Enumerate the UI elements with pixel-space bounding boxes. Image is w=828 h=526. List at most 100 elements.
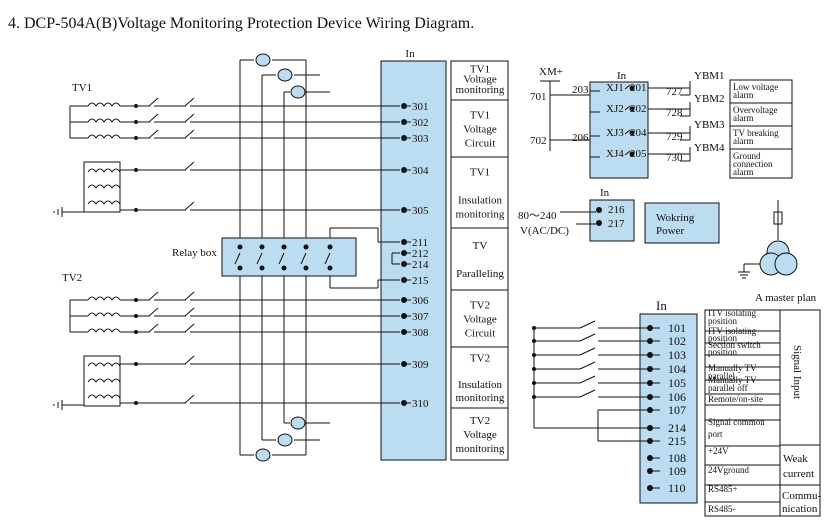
ybm-label: YBM2 (694, 93, 725, 105)
signal-label-line: port (708, 429, 723, 439)
signal-terminal-106: 106 (668, 390, 686, 404)
num-203: 203 (572, 84, 589, 96)
group-label-line: TV2 (470, 352, 490, 364)
signal-terminal-105: 105 (668, 376, 686, 390)
left-label-table (450, 60, 509, 461)
signal-label-line: Signal common (708, 417, 765, 427)
signal-section: In 101102103104105106107214215108109110 … (532, 298, 821, 517)
power-terminal-217: 217 (608, 218, 625, 230)
ybm-label: YBM1 (694, 70, 725, 82)
alarm-label-line: alarm (733, 90, 754, 100)
signal-terminal-109: 109 (668, 464, 686, 478)
alarm-label-line: TV breaking (733, 128, 779, 138)
working-power-box (644, 202, 720, 244)
terminal-212: 212 (412, 248, 429, 260)
alarm-out-num: 729 (666, 131, 683, 143)
ybm-label: YBM3 (694, 119, 725, 131)
group-label-line: Voltage (463, 124, 497, 136)
line-switches (134, 97, 195, 405)
group-label-line: Voltage (463, 429, 497, 441)
terminal-305: 305 (412, 205, 429, 217)
signal-in-label: In (656, 298, 667, 313)
group-label-line: TV (473, 240, 488, 252)
num-206: 206 (572, 132, 589, 144)
power-label-2: Power (656, 225, 684, 237)
group-label-line: TV1 (470, 167, 490, 179)
group-label-line: Voltage (463, 314, 497, 326)
terminal-304: 304 (412, 165, 429, 177)
alarm-inner-num: 202 (630, 103, 647, 115)
power-label-1: Wokring (656, 212, 695, 224)
relay-XJ3: XJ3 (606, 127, 624, 139)
group-label-line: monitoring (456, 443, 505, 455)
ybm-label: YBM4 (694, 142, 725, 154)
num-701: 701 (530, 91, 547, 103)
power-terminal-block (589, 199, 635, 242)
left-group-labels: TV1VoltagemonitoringTV1VoltageCircuitTV1… (456, 63, 505, 455)
power-section: In Wokring Power 80～240 V(AC/DC) 216 217 (518, 187, 720, 244)
terminal-301: 301 (412, 101, 429, 113)
relay-XJ2: XJ2 (606, 103, 624, 115)
alarm-label-line: Ground (733, 151, 761, 161)
master-plan-symbol (738, 200, 798, 279)
terminal-302: 302 (412, 117, 429, 129)
alarm-out-num: 730 (666, 152, 683, 164)
signal-label-line: position (708, 316, 738, 326)
group-label-line: TV1 (470, 110, 490, 122)
diagram-title: 4. DCP-504A(B)Voltage Monitoring Protect… (8, 15, 474, 32)
alarm-out-num: 728 (666, 107, 683, 119)
power-voltage-1: 80～240 (518, 210, 557, 222)
signal-label-line: RS485- (708, 504, 736, 514)
power-voltage-2: V(AC/DC) (520, 225, 569, 237)
communication-1: Commu- (782, 490, 821, 502)
alarm-label-line: alarm (733, 167, 754, 177)
group-label-line: Insulation (458, 195, 502, 207)
bus-lines (239, 53, 330, 462)
alarm-label-line: connection (733, 159, 773, 169)
signal-label-line: ITV isolating (708, 308, 757, 318)
num-702: 702 (530, 135, 547, 147)
terminal-214: 214 (412, 259, 429, 271)
terminal-215: 215 (412, 275, 429, 287)
alarm-label-line: alarm (733, 113, 754, 123)
group-label-line: Circuit (465, 328, 496, 340)
terminal-308: 308 (412, 327, 429, 339)
group-label-line: monitoring (456, 84, 505, 96)
relay-XJ1: XJ1 (606, 82, 624, 94)
signal-label-line: ITV isolating (708, 326, 757, 336)
group-label-line: TV1 (470, 63, 490, 75)
group-label-line: monitoring (456, 392, 505, 404)
alarm-label-line: Low voltage (733, 82, 778, 92)
group-label-line: Insulation (458, 379, 502, 391)
tv1-circuit (53, 102, 400, 217)
signal-label-line: Manually TV (708, 375, 757, 385)
alarm-out-num: 727 (666, 86, 683, 98)
main-terminal-list: 3013023033043052112122142153063073083093… (401, 101, 429, 410)
signal-label-line: position (708, 333, 738, 343)
signal-label-line: position (708, 347, 738, 357)
alarm-label-line: Overvoltage (733, 105, 777, 115)
signal-terminal-107: 107 (668, 403, 686, 417)
relay-XJ4: XJ4 (606, 148, 624, 160)
signal-terminal-104: 104 (668, 362, 686, 376)
relay-contacts (234, 244, 333, 271)
relay-wiring (329, 227, 400, 289)
signal-terminal-101: 101 (668, 321, 686, 335)
master-plan-label: A master plan (755, 292, 817, 304)
signal-label-line: Manually TV (708, 363, 757, 373)
terminal-306: 306 (412, 295, 429, 307)
tv2-circuit (53, 296, 400, 410)
xm-plus-label: XM+ (539, 66, 563, 78)
terminal-310: 310 (412, 398, 429, 410)
alarm-relay-block (589, 81, 649, 179)
group-label-line: monitoring (456, 209, 505, 221)
group-label-line: TV2 (470, 415, 490, 427)
alarm-inner-num: 201 (630, 82, 647, 94)
relay-box-label: Relay box (172, 247, 217, 259)
signal-terminal-108: 108 (668, 451, 686, 465)
weak-current-1: Weak (783, 453, 808, 465)
signal-terminal-110: 110 (668, 481, 686, 495)
terminal-211: 211 (412, 237, 428, 249)
left-in-label: In (405, 48, 415, 60)
